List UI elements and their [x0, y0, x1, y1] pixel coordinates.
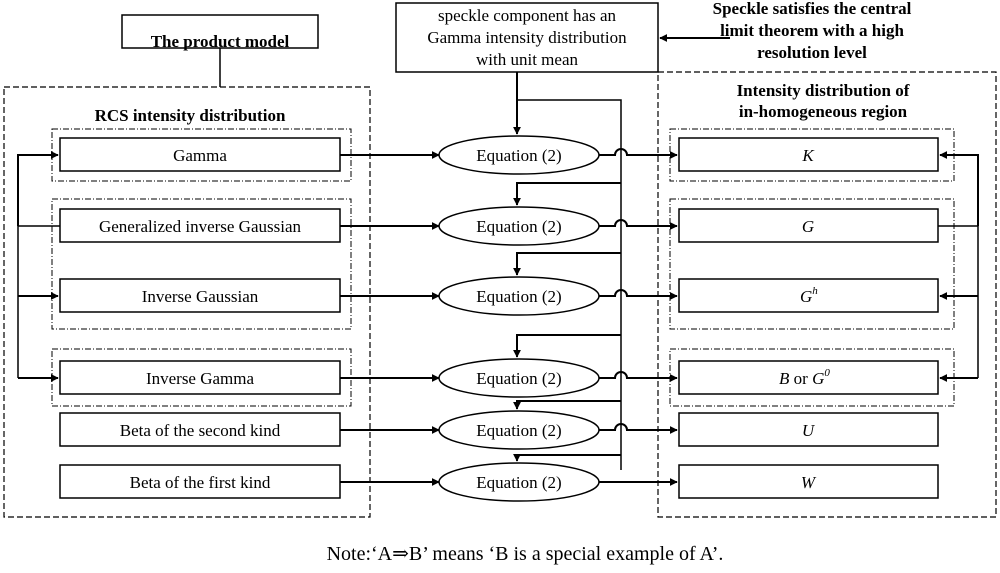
speckle-drop-2 [513, 182, 621, 206]
clt-line-1: Speckle satisfies the central [713, 0, 912, 18]
arrow-out-4 [599, 371, 678, 382]
right-item-k: K [801, 146, 815, 165]
right-item-w: W [801, 473, 817, 492]
equation-label-5: Equation (2) [476, 421, 561, 440]
right-item-box-b-g0 [678, 360, 939, 395]
speckle-bus [517, 99, 622, 470]
right-group-2 [669, 198, 955, 330]
left-bracket-spine [17, 225, 60, 378]
speckle-component-box [395, 2, 659, 73]
speckle-drop-3 [513, 252, 621, 276]
right-item-box-g [678, 208, 939, 243]
rcs-panel-title: RCS intensity distribution [95, 106, 286, 125]
arrow-out-1 [599, 148, 678, 159]
arrow-out-2 [599, 219, 678, 230]
right-bracket-to-k [939, 151, 979, 226]
right-item-g: G [802, 217, 814, 236]
right-bracket [938, 151, 979, 382]
footnote: Note:‘A⇒B’ means ‘B is a special example… [327, 543, 724, 565]
right-bracket-spine [938, 225, 979, 378]
left-item-beta2: Beta of the second kind [120, 421, 281, 440]
clt-line-3: resolution level [757, 43, 867, 62]
right-item-box-w [678, 464, 939, 499]
left-item-gamma: Gamma [173, 146, 227, 165]
output-arrows [599, 148, 678, 486]
right-item-gh-sup: h [812, 285, 818, 297]
speckle-line-2: Gamma intensity distribution [427, 28, 627, 47]
left-group-2 [51, 198, 352, 330]
right-item-or: or [789, 369, 812, 388]
inhomogeneous-panel [657, 71, 997, 518]
inhomogeneous-title-2: in-homogeneous region [739, 102, 908, 121]
left-item-box-beta1 [59, 464, 341, 499]
left-item-inverse-gaussian: Inverse Gaussian [142, 287, 259, 306]
right-item-g0-sup: 0 [824, 367, 830, 379]
right-item-u: U [802, 421, 816, 440]
speckle-drop-6 [513, 453, 621, 462]
speckle-drop-5 [513, 400, 621, 410]
left-item-gig: Generalized inverse Gaussian [99, 217, 302, 236]
speckle-line-3: with unit mean [476, 50, 578, 69]
rcs-panel [3, 86, 371, 518]
right-item-box-u [678, 412, 939, 447]
product-model-box [121, 14, 319, 49]
arrow-out-5 [599, 423, 678, 434]
left-item-box-gig [59, 208, 341, 243]
equation-label-4: Equation (2) [476, 369, 561, 388]
inhomogeneous-title-1: Intensity distribution of [737, 81, 910, 100]
left-item-box-beta2 [59, 412, 341, 447]
equation-label-2: Equation (2) [476, 217, 561, 236]
speckle-drop-4 [513, 334, 621, 358]
left-item-beta1: Beta of the first kind [130, 473, 271, 492]
equation-label-3: Equation (2) [476, 287, 561, 306]
left-bracket [17, 151, 60, 382]
equation-label-1: Equation (2) [476, 146, 561, 165]
clt-line-2: limit theorem with a high [720, 21, 904, 40]
right-item-b: B [779, 369, 790, 388]
speckle-line-1: speckle component has an [438, 6, 616, 25]
product-model-label: The product model [151, 32, 290, 51]
left-item-box-gamma [59, 137, 341, 172]
left-bracket-to-gamma [17, 151, 59, 226]
right-item-g0-main: G [812, 369, 824, 388]
equation-label-6: Equation (2) [476, 473, 561, 492]
left-item-box-inverse-gaussian [59, 278, 341, 313]
left-item-box-inverse-gamma [59, 360, 341, 395]
arrow-out-3 [599, 289, 678, 300]
right-item-box-k [678, 137, 939, 172]
right-item-gh-main: G [800, 287, 812, 306]
right-item-b-g0: B or G0 [779, 367, 830, 388]
right-item-gh: Gh [800, 285, 818, 306]
right-item-box-gh [678, 278, 939, 313]
left-item-inverse-gamma: Inverse Gamma [146, 369, 255, 388]
input-arrows [340, 151, 440, 486]
speckle-feed [513, 72, 622, 470]
